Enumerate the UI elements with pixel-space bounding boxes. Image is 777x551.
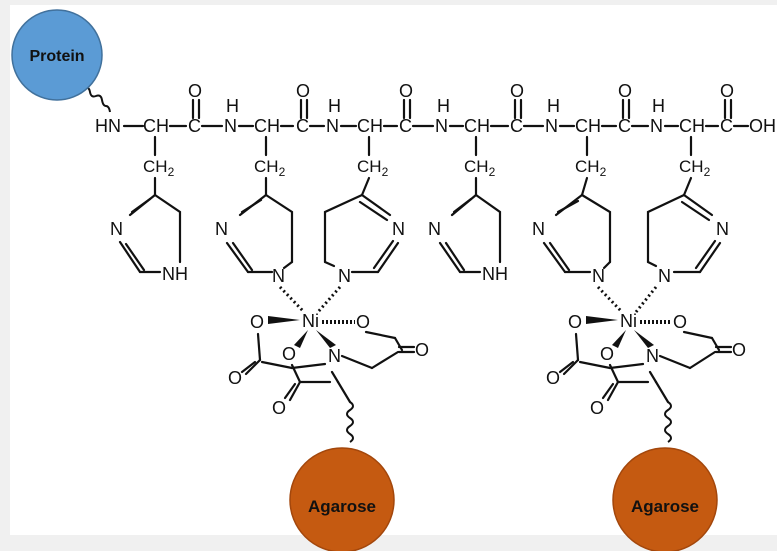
- ni-nta-complex-right: Ni O O O N O O O: [546, 285, 746, 443]
- svg-text:C: C: [720, 116, 733, 136]
- svg-text:O: O: [296, 81, 310, 101]
- histidine-side-chains: CH2 N NH CH2 N N CH2: [110, 135, 729, 286]
- svg-text:CH: CH: [143, 116, 169, 136]
- protein-linker: [83, 86, 111, 113]
- imidazole-ring-3: N N: [323, 193, 405, 286]
- svg-text:CH2: CH2: [357, 157, 389, 179]
- svg-text:N: N: [592, 266, 605, 286]
- svg-text:N: N: [328, 346, 341, 366]
- protein-node: Protein: [11, 9, 103, 101]
- svg-text:N: N: [658, 266, 671, 286]
- svg-text:CH2: CH2: [679, 157, 711, 179]
- svg-text:C: C: [618, 116, 631, 136]
- svg-text:O: O: [590, 398, 604, 418]
- svg-text:N: N: [435, 116, 448, 136]
- svg-text:N: N: [545, 116, 558, 136]
- svg-text:O: O: [673, 312, 687, 332]
- agarose-node-left: Agarose: [289, 447, 395, 551]
- svg-text:N: N: [224, 116, 237, 136]
- svg-text:NH: NH: [162, 264, 188, 284]
- svg-text:C: C: [188, 116, 201, 136]
- svg-text:O: O: [600, 344, 614, 364]
- svg-text:CH2: CH2: [143, 157, 175, 179]
- svg-text:N: N: [338, 266, 351, 286]
- c-terminus-label: OH: [749, 116, 776, 136]
- svg-text:CH: CH: [357, 116, 383, 136]
- svg-text:O: O: [250, 312, 264, 332]
- peptide-backbone: HN CH C O N H CH C O N H CH C O N H CH C: [95, 81, 776, 136]
- svg-text:N: N: [215, 219, 228, 239]
- svg-text:H: H: [437, 96, 450, 116]
- svg-text:O: O: [399, 81, 413, 101]
- svg-text:N: N: [392, 219, 405, 239]
- svg-text:CH2: CH2: [254, 157, 286, 179]
- svg-text:H: H: [226, 96, 239, 116]
- imidazole-ring-2: N N: [215, 193, 294, 286]
- svg-text:O: O: [510, 81, 524, 101]
- svg-text:CH2: CH2: [464, 157, 496, 179]
- svg-text:O: O: [272, 398, 286, 418]
- svg-text:Ni: Ni: [620, 311, 637, 331]
- agarose-label-left: Agarose: [308, 497, 376, 516]
- svg-text:O: O: [720, 81, 734, 101]
- svg-text:O: O: [732, 340, 746, 360]
- svg-text:CH2: CH2: [575, 157, 607, 179]
- imidazole-ring-1: N NH: [110, 193, 188, 284]
- svg-text:CH: CH: [464, 116, 490, 136]
- svg-text:N: N: [272, 266, 285, 286]
- svg-text:Ni: Ni: [302, 311, 319, 331]
- svg-text:NH: NH: [482, 264, 508, 284]
- svg-text:O: O: [228, 368, 242, 388]
- imidazole-ring-5: N N: [532, 193, 612, 286]
- svg-text:H: H: [547, 96, 560, 116]
- svg-text:CH: CH: [254, 116, 280, 136]
- svg-text:H: H: [328, 96, 341, 116]
- svg-text:N: N: [716, 219, 729, 239]
- svg-text:N: N: [110, 219, 123, 239]
- svg-text:CH: CH: [679, 116, 705, 136]
- svg-text:H: H: [652, 96, 665, 116]
- ni-nta-complex-left: Ni O O O N O O O: [228, 285, 429, 443]
- svg-text:C: C: [510, 116, 523, 136]
- agarose-node-right: Agarose: [612, 447, 718, 551]
- svg-text:N: N: [532, 219, 545, 239]
- svg-text:C: C: [399, 116, 412, 136]
- svg-text:O: O: [546, 368, 560, 388]
- imidazole-ring-6: N N: [646, 193, 729, 286]
- svg-text:N: N: [428, 219, 441, 239]
- svg-text:CH: CH: [575, 116, 601, 136]
- svg-text:O: O: [188, 81, 202, 101]
- svg-text:C: C: [296, 116, 309, 136]
- svg-text:O: O: [356, 312, 370, 332]
- svg-text:O: O: [282, 344, 296, 364]
- imidazole-ring-4: N NH: [428, 193, 508, 284]
- protein-label: Protein: [29, 48, 84, 65]
- svg-text:N: N: [646, 346, 659, 366]
- svg-text:N: N: [650, 116, 663, 136]
- svg-text:O: O: [618, 81, 632, 101]
- svg-text:N: N: [326, 116, 339, 136]
- svg-text:O: O: [568, 312, 582, 332]
- agarose-label-right: Agarose: [631, 497, 699, 516]
- svg-text:O: O: [415, 340, 429, 360]
- n-terminus-label: HN: [95, 116, 121, 136]
